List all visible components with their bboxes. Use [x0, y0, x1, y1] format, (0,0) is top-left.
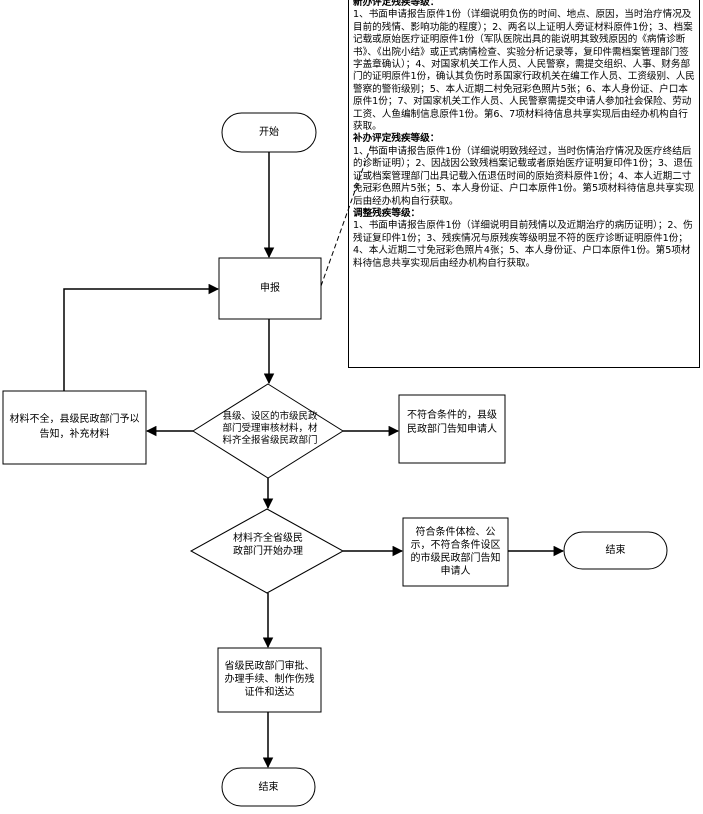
province-label: 材料齐全省级民政部门开始办理: [233, 533, 303, 557]
incomplete-label: 材料不全，县级民政部门予以告知，补充材料: [9, 414, 140, 440]
declare-process: [218, 257, 322, 320]
province-decision: [189, 508, 345, 594]
approve-label: 省级民政部门审批、办理手续、制作伤残证件和送达: [224, 661, 315, 698]
note-body-supplement: 1、书面申请报告原件1份（详细说明致残经过，当时伤情治疗情况及医疗终结后的诊断证…: [353, 145, 695, 207]
arrow-incomplete-to-declare: [63, 283, 220, 391]
note-body-new: 1、书面申请报告原件1份（详细说明负伤的时间、地点、原因，当时治疗情况及目前的残…: [353, 9, 695, 133]
approve-process: [217, 647, 322, 713]
requirements-note: 新办评定残疾等级： 1、书面申请报告原件1份（详细说明负伤的时间、地点、原因，当…: [348, 0, 700, 368]
note-body-adjust: 1、书面申请报告原件1份（详细说明目前残情以及近期治疗的病历证明）；2、伤残证复…: [353, 220, 693, 269]
note-connector: [320, 142, 373, 287]
notify-label: 符合条件体检、公示，不符合条件设区的市级民政部门告知申请人: [410, 527, 501, 577]
reject-label: 不符合条件的，县级民政部门告知申请人: [407, 410, 497, 435]
note-heading-supplement: 补办评定残疾等级：: [353, 133, 440, 145]
review-label: 县级、设区的市级民政部门受理审核材料，材料齐全报省级民政部门: [222, 411, 318, 446]
end-right-label: 结束: [605, 545, 626, 556]
end-bottom-label: 结束: [258, 782, 279, 793]
start-label: 开始: [259, 127, 279, 138]
note-heading-new: 新办评定残疾等级：: [353, 0, 440, 8]
declare-label: 申报: [260, 283, 280, 294]
note-heading-adjust: 调整残疾等级：: [353, 207, 421, 219]
